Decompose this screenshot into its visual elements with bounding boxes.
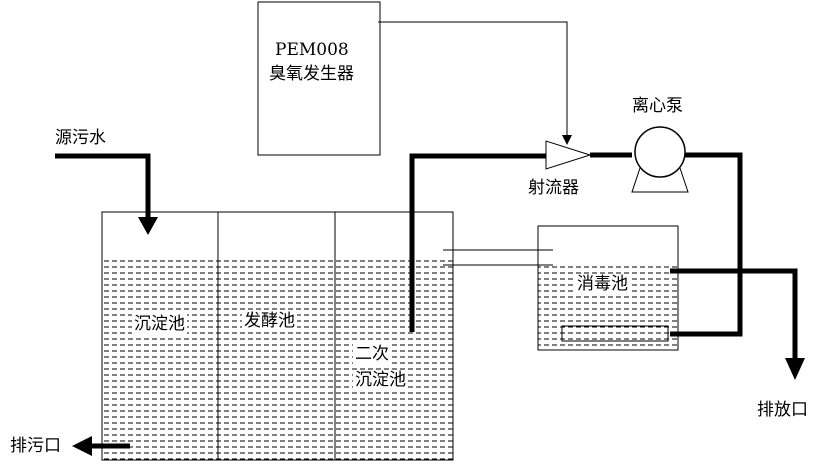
diffuser-tube bbox=[561, 325, 669, 342]
centrifugal-pump-symbol bbox=[631, 126, 689, 193]
centrifugal-pump-label: 离心泵 bbox=[632, 96, 683, 116]
fermentation-tank-label: 发酵池 bbox=[242, 311, 297, 331]
ozone-feed-line bbox=[378, 21, 568, 137]
secondary-tank-label-line1: 二次 bbox=[353, 344, 391, 364]
source-water-label: 源污水 bbox=[55, 128, 106, 148]
sludge-arrow bbox=[72, 436, 92, 456]
ozone-generator-model: PEM008 bbox=[275, 40, 349, 60]
injector-symbol bbox=[545, 140, 592, 170]
injector-label: 射流器 bbox=[528, 178, 579, 198]
discharge-arrow bbox=[785, 358, 805, 380]
secondary-tank-suction-pipe bbox=[409, 153, 546, 332]
secondary-tank-label-line2: 沉淀池 bbox=[353, 370, 408, 390]
main-tank bbox=[101, 211, 454, 461]
sludge-outlet-label: 排污口 bbox=[10, 436, 61, 456]
discharge-pipe bbox=[670, 268, 798, 362]
sedimentation-tank-label: 沉淀池 bbox=[132, 314, 187, 334]
overflow-pipe bbox=[443, 249, 553, 266]
disinfection-tank-label: 消毒池 bbox=[575, 274, 630, 294]
ozone-generator-label: 臭氧发生器 bbox=[269, 64, 354, 84]
source-water-arrow bbox=[138, 217, 158, 235]
source-water-pipe bbox=[55, 153, 151, 222]
pump-outlet-pipe bbox=[670, 152, 743, 337]
ozone-generator-box bbox=[257, 1, 381, 156]
ozone-feed-arrow bbox=[562, 135, 572, 145]
discharge-outlet-label: 排放口 bbox=[757, 400, 808, 420]
